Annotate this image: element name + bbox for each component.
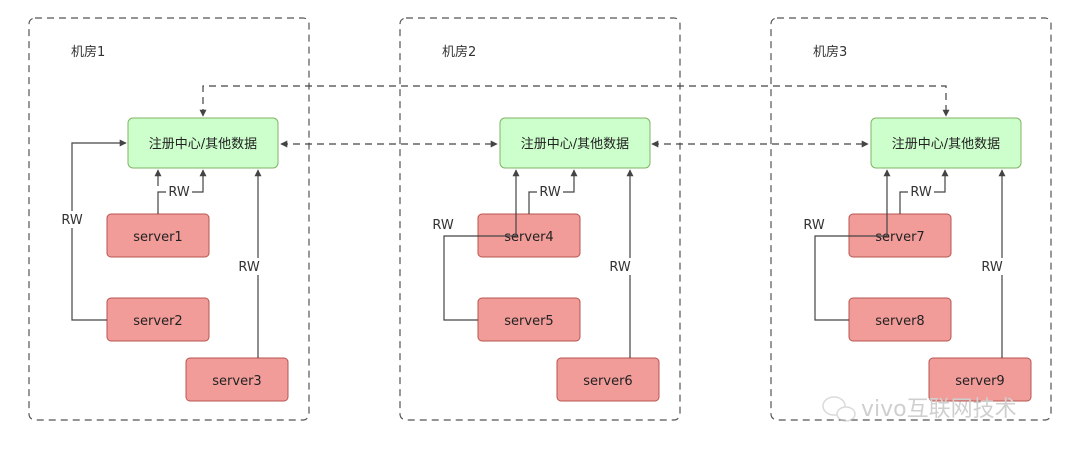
rw-label: RW xyxy=(61,213,83,228)
rw-label: RW xyxy=(432,218,454,233)
rw-bg xyxy=(235,258,263,275)
rw-bg xyxy=(166,183,192,198)
server-6-label: server6 xyxy=(583,374,632,389)
rw-bg xyxy=(606,258,634,275)
rw-bg xyxy=(978,258,1006,275)
registry-hub-2-label: 注册中心/其他数据 xyxy=(521,137,629,152)
rw-bg xyxy=(429,216,457,233)
server-8-link xyxy=(814,169,891,321)
rw-label: RW xyxy=(539,185,561,200)
server-9 xyxy=(928,357,1032,402)
room-1-container xyxy=(28,17,310,421)
registry-hub-3-label: 注册中心/其他数据 xyxy=(892,137,1000,152)
server-9-label: server9 xyxy=(955,374,1004,389)
server-3 xyxy=(185,357,289,402)
server-8-label: server8 xyxy=(875,314,924,329)
registry-hub-2 xyxy=(499,117,651,169)
room-2-title: 机房2 xyxy=(442,44,476,60)
room-1-title: 机房1 xyxy=(71,44,105,60)
wechat-icon xyxy=(822,396,856,422)
server-7-label: server7 xyxy=(875,230,924,245)
registry-hub-1 xyxy=(127,117,279,169)
rw-label: RW xyxy=(238,260,260,275)
rw-label: RW xyxy=(609,260,631,275)
rw-label: RW xyxy=(168,185,190,200)
server-2-link xyxy=(71,139,127,321)
server-3-label: server3 xyxy=(212,374,261,389)
server-5-link xyxy=(443,169,520,321)
room-2-container xyxy=(399,17,681,421)
sync-line-1-3 xyxy=(199,85,950,117)
registry-hub-3 xyxy=(870,117,1022,169)
server-2-label: server2 xyxy=(133,314,182,329)
registry-hub-1-label: 注册中心/其他数据 xyxy=(149,137,257,152)
rw-label: RW xyxy=(803,218,825,233)
server-5-label: server5 xyxy=(504,314,553,329)
rw-bg xyxy=(908,183,934,198)
server-6 xyxy=(556,357,660,402)
server-1-label: server1 xyxy=(133,230,182,245)
room-3-container xyxy=(770,17,1052,421)
rw-bg xyxy=(800,216,828,233)
room-3-title: 机房3 xyxy=(813,44,847,60)
rw-label: RW xyxy=(981,260,1003,275)
rw-label: RW xyxy=(910,185,932,200)
watermark-text: vivo互联网技术 xyxy=(861,397,1017,422)
server-4-label: server4 xyxy=(504,230,553,245)
rw-bg xyxy=(58,211,86,228)
rw-bg xyxy=(537,183,563,198)
